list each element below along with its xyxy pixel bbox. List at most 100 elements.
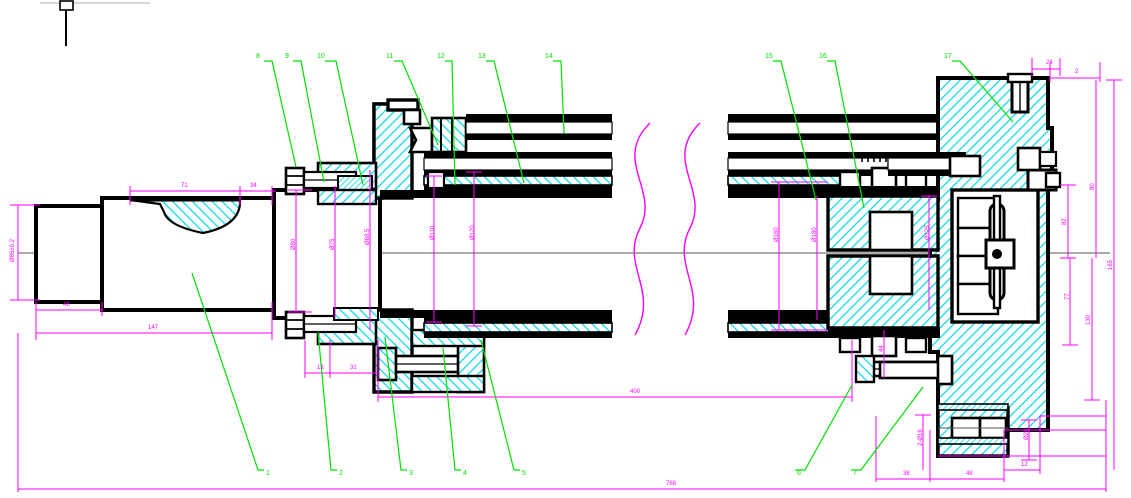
dim-label-v-5: Ø120: [470, 225, 476, 240]
dim-label-v-16: 44: [879, 345, 885, 352]
dim-label-v-13: 130: [1086, 314, 1092, 325]
dim-v-130: [1084, 258, 1100, 401]
dim-h-38-48-12: [875, 416, 1041, 482]
lower-tie-rod: [878, 354, 954, 386]
dim-label-h-2: 48: [63, 302, 70, 308]
dim-label-h-1: 34: [250, 183, 257, 189]
dim-v-80: [288, 189, 312, 313]
leader-line-17: [952, 60, 1014, 123]
dim-label-h-9: 38: [903, 471, 910, 477]
dim-v-2x16: [915, 414, 931, 470]
leader-line-11: [394, 60, 439, 146]
rear-piston-housing: [826, 152, 954, 384]
leader-line-13: [486, 60, 525, 184]
rear-head-assembly: [928, 72, 1062, 458]
leader-line-3: [384, 336, 407, 471]
part-number-1: 1: [266, 470, 270, 477]
dim-v-82: [1060, 184, 1076, 259]
dim-label-v-15: 2-Ø16: [918, 429, 924, 446]
dim-v-110: [426, 175, 442, 323]
dim-label-h-10: 768: [666, 481, 677, 487]
part-number-11: 11: [386, 53, 394, 60]
dim-label-v-3: Ø68.5: [365, 228, 371, 245]
rear-rod-shaft: [887, 146, 1058, 178]
leader-line-1: [191, 272, 264, 471]
leader-line-12: [445, 60, 456, 186]
dim-label-v-6: Ø160: [774, 227, 780, 242]
dim-label-v-4: Ø110: [430, 225, 436, 240]
corner-marker: [40, 0, 150, 46]
leader-line-15: [773, 60, 817, 201]
leader-line-5: [480, 339, 520, 471]
dim-label-v-14: Ø28: [1024, 428, 1030, 440]
dim-h-top-24: [1031, 58, 1061, 76]
section-break-lines: [633, 122, 701, 336]
leader-lines: [191, 60, 1014, 471]
dim-v-28: [1021, 419, 1037, 461]
dim-label-h-12: 24: [1046, 60, 1053, 66]
leader-line-2: [317, 331, 337, 471]
dim-v-120: [466, 171, 482, 327]
dim-label-h-8: 12: [1021, 462, 1028, 468]
dim-h-31: [330, 340, 379, 378]
dim-label-h-7: 48: [966, 471, 973, 477]
dimension-lines: [10, 58, 1122, 492]
rod-flat-recess: [129, 198, 242, 235]
leader-line-16: [827, 60, 865, 209]
dim-label-h-6: 400: [630, 389, 641, 395]
part-number-5: 5: [522, 470, 526, 477]
dim-label-h-11: 2: [1075, 69, 1079, 75]
dim-label-v-11: 165: [1108, 259, 1114, 270]
part-number-10: 10: [317, 53, 325, 60]
dim-label-v-0: Ø85±0.2: [10, 239, 16, 262]
dim-h-768: [17, 333, 1107, 492]
dim-label-h-0: 71: [181, 183, 188, 189]
leader-line-10: [325, 60, 364, 186]
cylinder-barrel-lower-right: [727, 310, 841, 338]
part-number-14: 14: [545, 53, 553, 60]
leader-line-9: [293, 60, 325, 183]
leader-line-8: [264, 60, 297, 168]
dim-h-34: [240, 186, 276, 205]
dim-label-v-12: 77: [1065, 293, 1071, 300]
dim-h-top-2: [1049, 62, 1101, 82]
part-number-8: 8: [256, 53, 260, 60]
part-number-15: 15: [765, 53, 773, 60]
dim-h-13: [304, 340, 331, 378]
rod-seal-wedge: [407, 126, 434, 154]
dim-label-h-4: 13: [317, 365, 324, 371]
dim-label-v-9: 82: [1062, 218, 1068, 225]
dim-label-h-3: 147: [148, 325, 159, 331]
cylinder-barrel-upper-right: [727, 114, 1019, 198]
part-number-4: 4: [463, 470, 467, 477]
leader-line-6: [795, 384, 853, 471]
part-number-17: 17: [944, 53, 952, 60]
gland-head-assembly: [284, 98, 486, 394]
dim-label-v-10: 80: [1090, 183, 1096, 190]
part-number-16: 16: [819, 53, 827, 60]
part-number-9: 9: [285, 53, 289, 60]
cylinder-barrel-upper: [380, 114, 613, 198]
part-number-13: 13: [478, 53, 486, 60]
leader-line-7: [851, 386, 924, 471]
dim-v-160: [771, 181, 787, 331]
part-number-12: 12: [437, 53, 445, 60]
part-number-7: 7: [853, 470, 857, 477]
dim-label-v-8: Ø125: [925, 225, 931, 240]
cylinder-barrel-lower: [380, 310, 613, 338]
leader-line-4: [442, 347, 461, 471]
part-number-6: 6: [797, 470, 801, 477]
dim-v-165: [1106, 79, 1122, 470]
dim-v-125: [921, 195, 937, 310]
dim-v-85: [10, 204, 40, 301]
part-number-3: 3: [409, 470, 413, 477]
dim-h-147: [35, 302, 273, 340]
dim-v-77: [1062, 258, 1078, 346]
dim-label-h-5: 31: [350, 365, 357, 371]
dim-label-v-2: Ø75: [330, 238, 336, 250]
dim-label-v-1: Ø80: [291, 238, 297, 250]
leader-line-14: [553, 60, 565, 134]
dim-label-v-7: Ø180: [812, 227, 818, 242]
dim-h-71: [129, 186, 241, 205]
